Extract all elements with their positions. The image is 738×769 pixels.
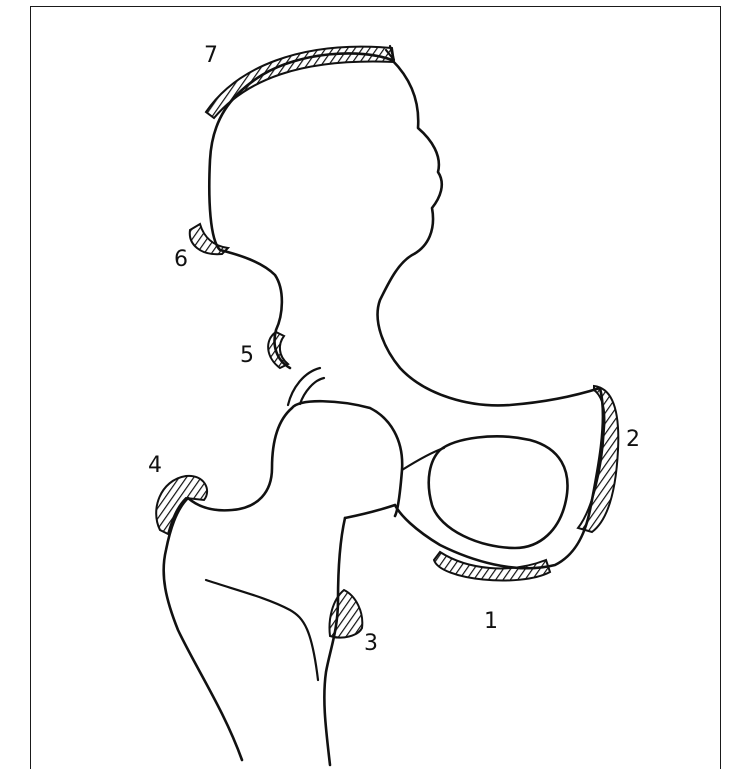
femur-medial xyxy=(324,518,345,765)
lesser-trochanter-line xyxy=(206,580,318,680)
label-3: 3 xyxy=(364,631,378,656)
label-7: 7 xyxy=(204,43,218,68)
attachment-7 xyxy=(206,47,394,118)
label-5: 5 xyxy=(240,343,254,368)
attachment-3 xyxy=(330,590,363,638)
bridge-upper xyxy=(288,368,320,405)
attachment-1 xyxy=(434,552,550,581)
attachment-6 xyxy=(190,224,228,254)
acetabulum xyxy=(429,436,568,548)
pelvis-outline xyxy=(209,53,603,568)
neck-line xyxy=(402,448,444,470)
label-2: 2 xyxy=(626,427,640,452)
label-6: 6 xyxy=(174,247,188,272)
attachment-5 xyxy=(268,332,288,368)
femoral-head xyxy=(292,401,402,516)
label-4: 4 xyxy=(148,453,162,478)
femur-outline xyxy=(164,408,292,760)
label-1: 1 xyxy=(484,609,498,634)
